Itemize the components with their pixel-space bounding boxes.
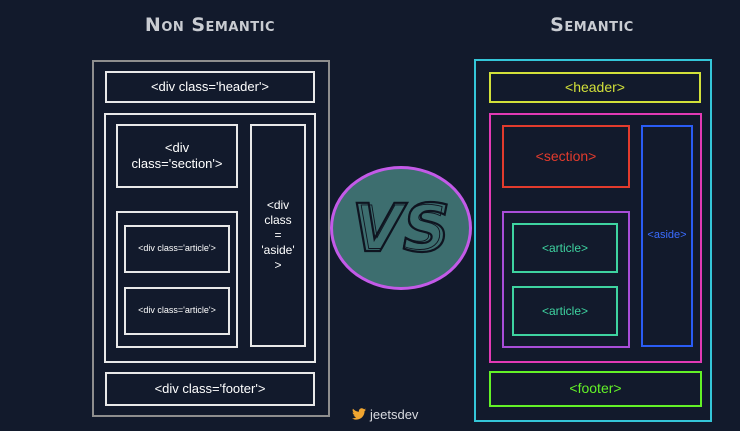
right-article-label-2: <article>	[541, 303, 589, 318]
right-section-box: <section>	[502, 125, 630, 188]
left-footer-box: <div class='footer'>	[105, 372, 315, 406]
right-section-label: <section>	[535, 147, 597, 164]
left-main-box	[104, 113, 316, 363]
left-section-label: <div class='section'>	[131, 139, 223, 171]
left-article-box-1: <div class='article'>	[124, 225, 230, 273]
left-header-box: <div class='header'>	[105, 71, 315, 103]
left-article-box-2: <div class='article'>	[124, 287, 230, 335]
vs-circle: VS VS	[330, 166, 472, 290]
left-aside-box: <div class = 'aside' >	[250, 124, 306, 347]
credit-handle: jeetsdev	[370, 406, 419, 422]
left-section-box: <div class='section'>	[116, 124, 238, 188]
right-title: Semantic	[550, 14, 634, 36]
left-header-label: <div class='header'>	[150, 78, 270, 94]
right-outer-frame	[474, 59, 712, 422]
left-footer-label: <div class='footer'>	[154, 380, 266, 396]
right-article-box-1: <article>	[512, 223, 618, 273]
right-articles-box	[502, 211, 630, 348]
right-header-box: <header>	[489, 72, 701, 103]
left-articles-box	[116, 211, 238, 348]
left-title: Non Semantic	[144, 14, 276, 36]
right-article-box-2: <article>	[512, 286, 618, 336]
right-footer-box: <footer>	[489, 371, 702, 407]
right-footer-label: <footer>	[569, 380, 622, 397]
left-aside-label: <div class = 'aside' >	[261, 198, 295, 272]
vs-text: VS VS	[351, 193, 452, 263]
left-article-label-2: <div class='article'>	[138, 305, 216, 316]
left-article-label-1: <div class='article'>	[138, 243, 216, 254]
right-main-box	[489, 113, 702, 363]
left-outer-frame	[92, 60, 330, 417]
twitter-bird-icon	[352, 408, 366, 420]
right-header-label: <header>	[565, 78, 625, 95]
credit: jeetsdev	[352, 405, 442, 423]
right-aside-box: <aside>	[641, 125, 693, 347]
svg-text:VS: VS	[357, 195, 446, 263]
svg-text:VS: VS	[352, 193, 451, 263]
right-aside-label: <aside>	[647, 229, 687, 242]
right-article-label-1: <article>	[541, 240, 589, 255]
